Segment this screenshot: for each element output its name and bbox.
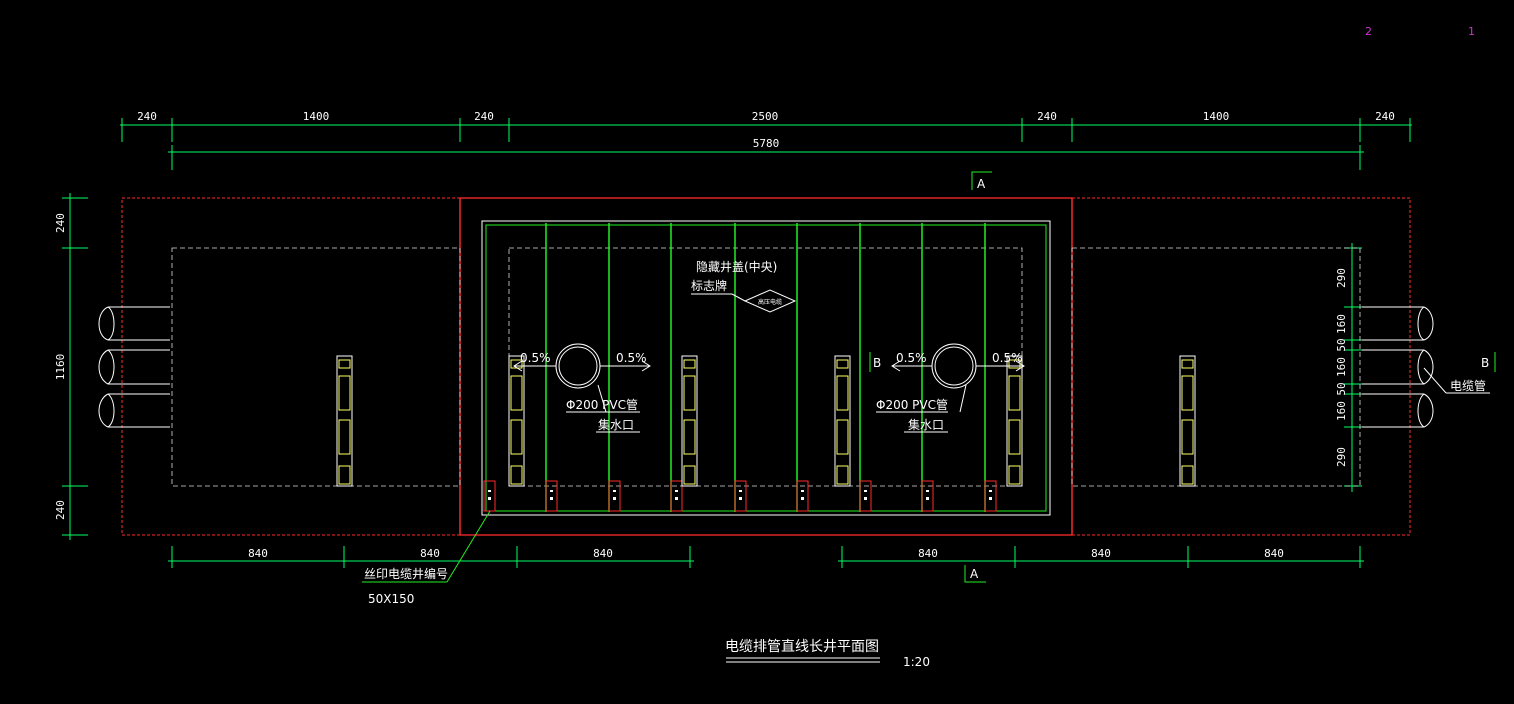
dim-top-2: 1400 (303, 110, 330, 123)
number-plate-label: 丝印电缆井编号 (364, 566, 448, 581)
section-marker-a-bottom: A (970, 567, 979, 581)
pvc-label-right: Φ200 PVC管 (876, 397, 948, 412)
dim-total: 5780 (753, 137, 780, 150)
dim-top-5: 240 (1037, 110, 1057, 123)
drawing-title: 电缆排管直线长井平面图 (725, 638, 879, 655)
dim-left-1: 240 (54, 213, 67, 233)
dim-bottom-left-1: 840 (248, 547, 268, 560)
dim-top-4: 2500 (752, 110, 779, 123)
pvc-label-left: Φ200 PVC管 (566, 397, 638, 412)
sign-plate-text: 高压电缆 (758, 298, 782, 306)
number-plate-leader (362, 510, 491, 583)
viewport-marker-right: 1 (1468, 25, 1475, 38)
cover-title: 隐藏井盖(中央) (696, 259, 777, 274)
number-plate-marks (488, 490, 992, 500)
slope-label-1: 0.5% (520, 351, 551, 365)
slope-label-3: 0.5% (896, 351, 927, 365)
slope-label-2: 0.5% (616, 351, 647, 365)
sign-label: 标志牌 (691, 279, 727, 293)
outer-wall (121, 197, 1411, 536)
cable-pipe-leader (1423, 367, 1490, 394)
sign-leader (691, 289, 797, 313)
viewport-marker-left: 2 (1365, 25, 1372, 38)
section-marker-a-top: A (977, 177, 986, 191)
cable-pipes (545, 223, 986, 512)
dim-right-5: 50 (1335, 382, 1348, 395)
dim-right-4: 160 (1335, 357, 1348, 377)
dim-left-2: 1160 (54, 354, 67, 381)
bottom-dimension-chain (168, 546, 1364, 568)
center-chamber-wall (459, 197, 1073, 536)
dim-top-7: 240 (1375, 110, 1395, 123)
section-marker-lines (869, 171, 1496, 583)
sump-pit-right (876, 343, 1025, 433)
dim-left-3: 240 (54, 500, 67, 520)
dim-bottom-left-3: 840 (593, 547, 613, 560)
dim-bottom-right-2: 840 (1091, 547, 1111, 560)
dim-bottom-right-1: 840 (918, 547, 938, 560)
section-marker-b-right: B (1481, 356, 1489, 370)
dim-top-3: 240 (474, 110, 494, 123)
section-marker-b-left: B (873, 356, 881, 370)
dim-right-3: 50 (1335, 338, 1348, 351)
dim-right-2: 160 (1335, 314, 1348, 334)
incoming-pipes-left (98, 306, 170, 428)
sump-label-right: 集水口 (908, 417, 944, 432)
sump-pit-left (513, 343, 651, 433)
cable-brackets (336, 355, 1196, 487)
top-dimension-chain (120, 118, 1412, 170)
left-dimension-chain (62, 193, 88, 540)
dim-top-6: 1400 (1203, 110, 1230, 123)
dim-bottom-right-3: 840 (1264, 547, 1284, 560)
dim-right-6: 160 (1335, 401, 1348, 421)
sump-label-left: 集水口 (598, 417, 634, 432)
cover-frame-inner (485, 224, 1047, 512)
number-plates (483, 480, 997, 512)
dim-top-1: 240 (137, 110, 157, 123)
bracket-arms (338, 359, 1194, 485)
cover-frame-outer (481, 220, 1051, 516)
incoming-pipes-right (1362, 306, 1434, 428)
slope-label-4: 0.5% (992, 351, 1023, 365)
dim-right-7: 290 (1335, 447, 1348, 467)
dim-right-1: 290 (1335, 268, 1348, 288)
drawing-scale: 1:20 (903, 655, 930, 669)
dim-bottom-left-2: 840 (420, 547, 440, 560)
cable-pipe-label: 电缆管 (1450, 378, 1486, 393)
number-plate-size: 50X150 (368, 592, 414, 606)
